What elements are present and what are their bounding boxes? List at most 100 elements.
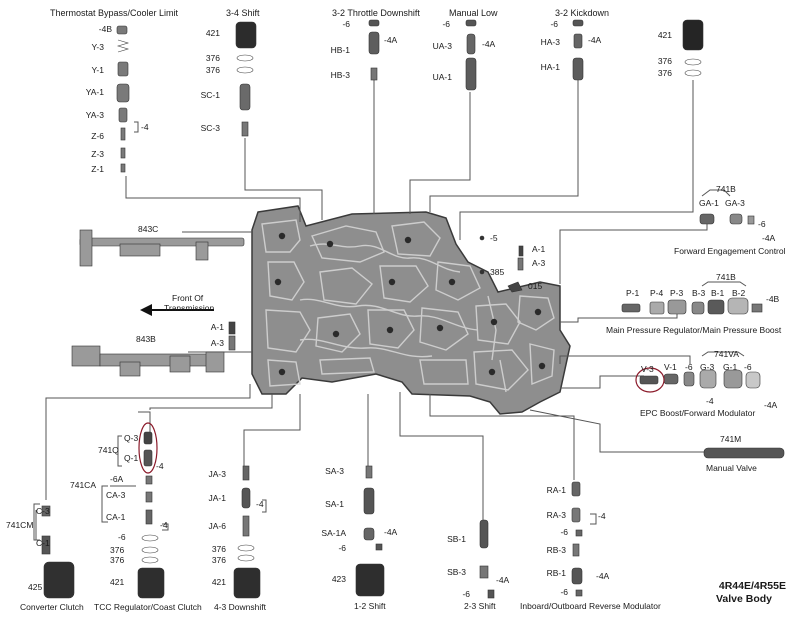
part-label: SC-1 [201, 90, 221, 100]
group-shift12: SA-3 SA-1 SA-1A -4A -6 423 1-2 Shift [321, 466, 397, 611]
part-label: GA-1 [699, 198, 719, 208]
part-label: Y-1 [92, 65, 105, 75]
part-label: 421 [658, 30, 672, 40]
part-label: V-3 [641, 364, 654, 374]
part-label: -4A [482, 39, 496, 49]
part-label: -6 [744, 362, 752, 372]
part-label: JA-3 [209, 469, 227, 479]
part-label: -4A [384, 35, 398, 45]
part-label: G-1 [723, 362, 737, 372]
part-label: 741B [716, 272, 736, 282]
part-label: 376 [212, 555, 226, 565]
part-label: -6 [758, 219, 766, 229]
part-label: -6 [338, 543, 346, 553]
part-label: B-3 [692, 288, 706, 298]
group-title: Thermostat Bypass/Cooler Limit [50, 8, 179, 18]
part-label: 843C [138, 224, 158, 234]
group-title: 4-3 Downshift [214, 602, 267, 612]
part-label: 376 [658, 56, 672, 66]
group-center-small: -5 A-1 A-3 385 015 [490, 233, 546, 291]
part-label: -6 [118, 532, 126, 542]
highlight-oval-q [138, 422, 158, 474]
part-label: A-3 [211, 338, 225, 348]
part-label: -6 [560, 587, 568, 597]
group-title: 3-2 Throttle Downshift [332, 8, 420, 18]
part-label: P-3 [670, 288, 684, 298]
group-title: Manual Low [449, 8, 498, 18]
part-label: V-1 [664, 362, 677, 372]
part-label: JA-6 [209, 521, 227, 531]
part-label: HB-1 [331, 45, 351, 55]
part-label: C-1 [36, 538, 50, 548]
group-epc-boost: 741VA V-3 V-1 -6 G-3 G-1 -6 -4 -4A EPC B… [640, 349, 778, 418]
part-label: -4 [706, 396, 714, 406]
part-label: -4B [99, 24, 113, 34]
part-label: Z-1 [91, 164, 104, 174]
part-label: -4 [141, 122, 149, 132]
part-label: CA-1 [106, 512, 126, 522]
part-label: A-3 [532, 258, 546, 268]
group-title: Main Pressure Regulator/Main Pressure Bo… [606, 325, 782, 335]
part-label: -4A [762, 233, 776, 243]
part-label: 741M [720, 434, 741, 444]
valve-body-casting [251, 205, 571, 415]
part-label: Y-3 [92, 42, 105, 52]
part-label: SA-1A [321, 528, 346, 538]
part-label: HB-3 [331, 70, 351, 80]
group-downshift43: JA-3 JA-1 -4 JA-6 376 376 421 4-3 Downsh… [209, 469, 267, 612]
part-label: -4A [496, 575, 510, 585]
part-label: RB-1 [547, 568, 567, 578]
valve-parts [41, 19, 785, 599]
caption: 4R44E/4R55E Valve Body [716, 580, 786, 605]
group-title: EPC Boost/Forward Modulator [640, 408, 755, 418]
part-label: HA-3 [541, 37, 561, 47]
group-shift34: 3-4 Shift 421 376 376 SC-1 SC-3 [201, 8, 260, 133]
part-label: Z-3 [91, 149, 104, 159]
part-label: 376 [206, 65, 220, 75]
part-label: -6 [550, 19, 558, 29]
part-label: -6 [560, 527, 568, 537]
group-manual-low: Manual Low -6 -4A UA-3 UA-1 [433, 8, 498, 82]
part-label: -4A [764, 400, 778, 410]
group-left-parts: 843C Front Of Transmission A-1 A-3 843B [136, 224, 224, 348]
part-label: GA-3 [725, 198, 745, 208]
part-label: -4 [598, 511, 606, 521]
part-label: 385 [490, 267, 504, 277]
part-label: -4B [766, 294, 780, 304]
group-title: Forward Engagement Control [674, 246, 786, 256]
part-label: -4A [384, 527, 398, 537]
part-label: P-1 [626, 288, 640, 298]
part-label: RA-1 [547, 485, 567, 495]
leader-lines [35, 80, 727, 540]
group-tcc: 741Q Q-3 Q-1 -4 741CA -6A CA-3 CA-1 -4 -… [70, 433, 202, 612]
caption-line-2: Valve Body [716, 593, 772, 605]
part-label: SA-3 [325, 466, 344, 476]
group-reverse-mod: RA-1 RA-3 -4 -6 RB-3 RB-1 -4A -6 Inboard… [520, 485, 661, 611]
group-throttle32: 3-2 Throttle Downshift -6 -4A HB-1 HB-3 [331, 8, 421, 80]
part-label: P-4 [650, 288, 664, 298]
group-title: 3-4 Shift [226, 8, 260, 18]
part-label: -4A [596, 571, 610, 581]
part-label: Q-1 [124, 453, 138, 463]
part-label: RB-3 [547, 545, 567, 555]
part-label: JA-1 [209, 493, 227, 503]
part-label: B-2 [732, 288, 746, 298]
group-kickdown32: 3-2 Kickdown -6 -4A HA-3 HA-1 [541, 8, 609, 72]
group-top-right: 421 376 376 [658, 30, 672, 78]
part-label: -4 [156, 461, 164, 471]
part-label: 741VA [714, 349, 739, 359]
part-label: 425 [28, 582, 42, 592]
part-label: -4 [256, 499, 264, 509]
part-label: -6 [442, 19, 450, 29]
group-thermostat: Thermostat Bypass/Cooler Limit -4B Y-3 Y… [50, 8, 179, 174]
part-label: SA-1 [325, 499, 344, 509]
part-label: 421 [212, 577, 226, 587]
part-label: 741B [716, 184, 736, 194]
part-label: -6 [342, 19, 350, 29]
part-label: 741CM [6, 520, 33, 530]
part-label: -6 [462, 589, 470, 599]
part-label: 376 [110, 545, 124, 555]
highlight-oval-v3 [635, 367, 665, 393]
part-label: Transmission [164, 303, 214, 313]
